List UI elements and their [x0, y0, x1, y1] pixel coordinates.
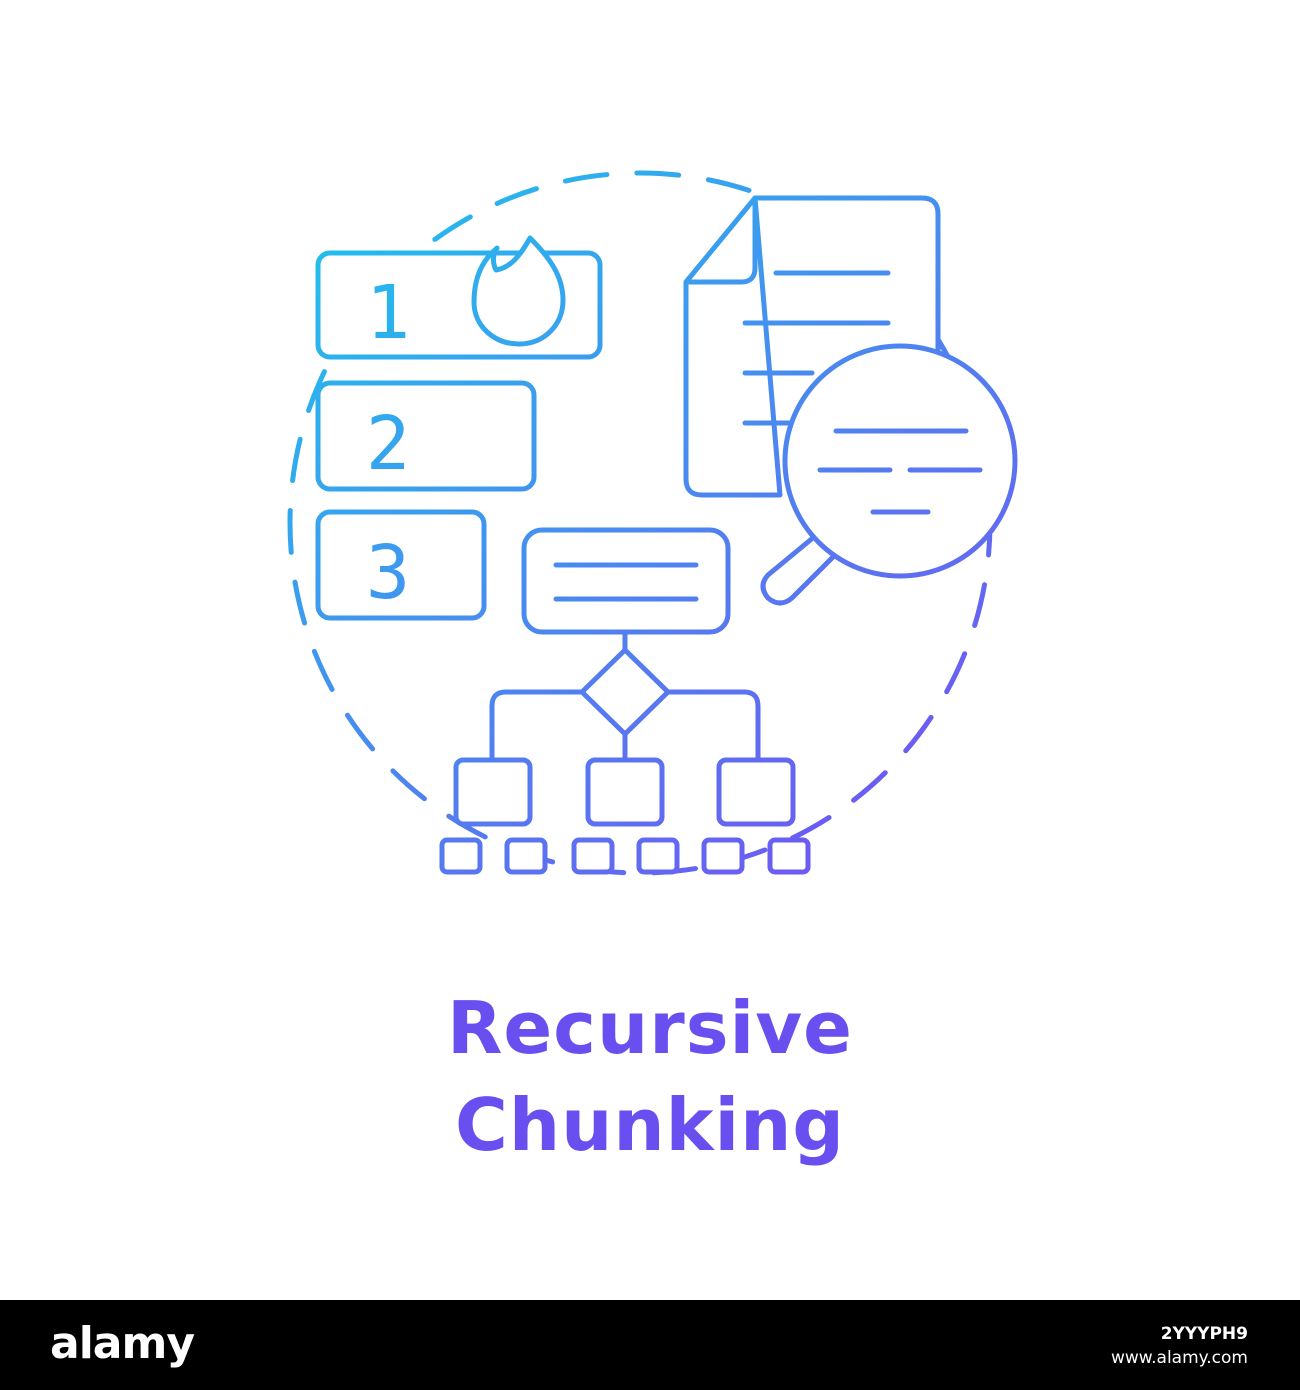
list-number-2: 2	[366, 401, 411, 487]
list-box-3	[315, 509, 487, 621]
footer-bar: alamy 2YYYPH9 www.alamy.com	[0, 1300, 1300, 1390]
image-id: 2YYYPH9	[1160, 1324, 1248, 1344]
list-number-3: 3	[366, 530, 411, 616]
magnifier-icon	[760, 343, 1018, 606]
alamy-logo: alamy	[50, 1318, 195, 1369]
document-icon	[683, 195, 941, 498]
list-box-2	[315, 380, 537, 492]
footer-url: www.alamy.com	[1110, 1348, 1248, 1368]
recursive-chunking-illustration: 1 2 3	[287, 170, 1018, 876]
title-line-2: Chunking	[455, 1083, 845, 1167]
list-number-1: 1	[366, 270, 411, 356]
fire-icon	[471, 235, 566, 347]
flowchart-icon	[439, 527, 811, 875]
footer-info: 2YYYPH9 www.alamy.com	[1111, 1322, 1248, 1370]
title-line-1: Recursive	[446, 986, 854, 1070]
